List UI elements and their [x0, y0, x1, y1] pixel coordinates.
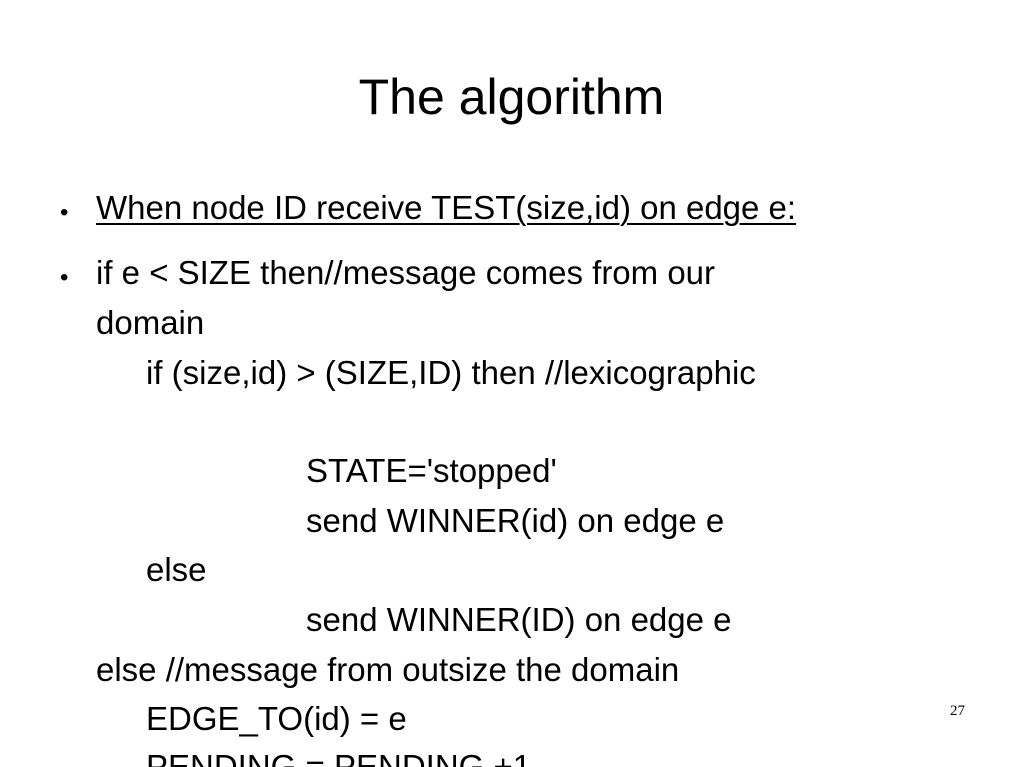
- code-line-1: if e < SIZE then//message comes from our: [96, 254, 716, 291]
- code-line-4: STATE='stopped': [306, 452, 557, 489]
- code-line-7: send WINNER(ID) on edge e: [306, 601, 732, 638]
- code-line-8: else //message from outsize the domain: [96, 651, 680, 688]
- code-line-6: else: [146, 551, 207, 588]
- code-line-10: PENDING = PENDING +1: [146, 748, 532, 767]
- code-line-2: domain: [96, 304, 205, 341]
- code-line-9: EDGE_TO(id) = e: [146, 700, 407, 737]
- algorithm-heading: When node ID receive TEST(size,id) on ed…: [96, 189, 797, 226]
- bullet-2-icon: •: [60, 264, 69, 291]
- code-line-3: if (size,id) > (SIZE,ID) then //lexicogr…: [146, 354, 756, 391]
- slide-title: The algorithm: [358, 69, 665, 125]
- slide-number: 27: [950, 703, 965, 719]
- bullet-1-icon: •: [60, 199, 69, 226]
- code-line-5: send WINNER(id) on edge e: [306, 502, 725, 539]
